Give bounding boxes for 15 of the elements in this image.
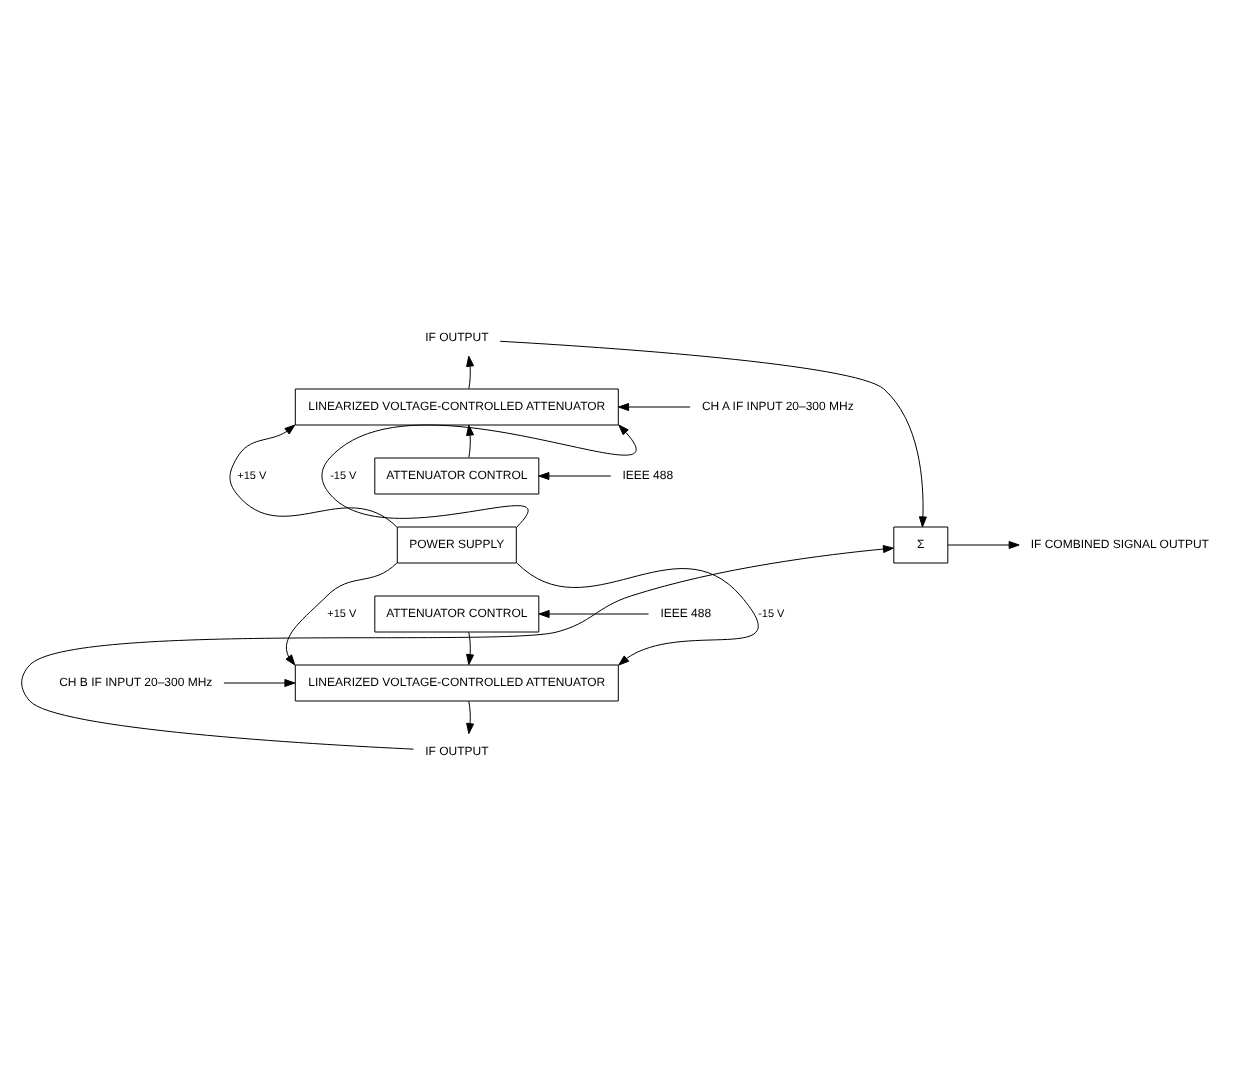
arrow <box>21 544 894 749</box>
arrow <box>618 402 691 410</box>
arrow <box>229 423 398 527</box>
arrow <box>947 540 1020 548</box>
arrow <box>538 471 612 479</box>
arrow <box>223 678 296 686</box>
arrow <box>466 354 475 389</box>
arrow <box>466 423 475 458</box>
arrow <box>466 630 475 665</box>
arrow <box>499 339 927 527</box>
arrow <box>285 561 398 665</box>
arrow <box>321 423 637 527</box>
arrow <box>466 699 475 734</box>
arrow <box>516 561 759 665</box>
arrow <box>538 609 650 617</box>
